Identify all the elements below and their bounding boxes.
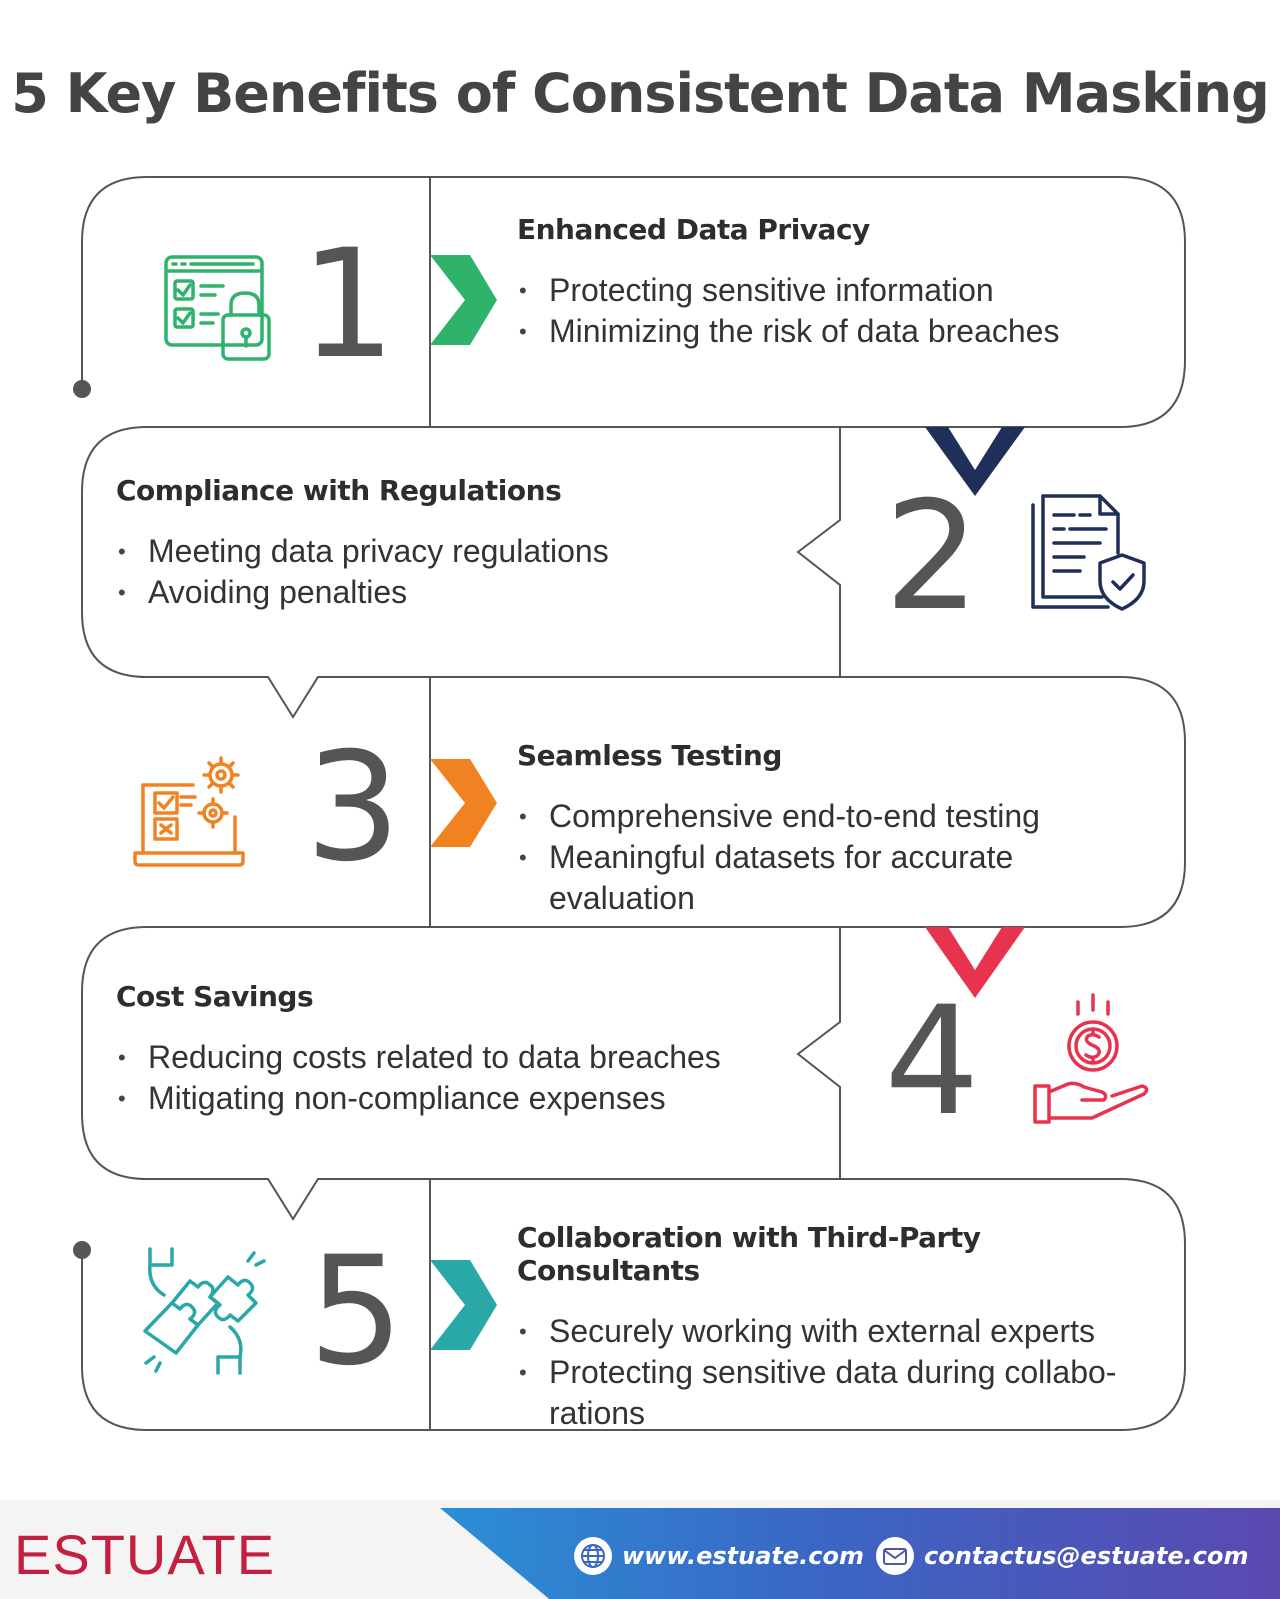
bullet-item: Reducing costs related to data breaches (116, 1037, 816, 1078)
bullet-item: Meaningful datasets for accurate evaluat… (517, 837, 1077, 919)
benefit-heading: Collaboration with Third-Party Consultan… (517, 1221, 981, 1287)
benefit-2: Compliance with Regulations Meeting data… (116, 474, 796, 613)
chevron-down-red (925, 927, 1025, 998)
chevron-right-green (430, 255, 497, 345)
bullet-item: Mitigating non-compliance expenses (116, 1078, 816, 1119)
envelope-icon (876, 1537, 914, 1575)
website-link[interactable]: www.estuate.com (574, 1536, 864, 1576)
bullet-item: Avoiding penalties (116, 572, 796, 613)
benefit-heading: Compliance with Regulations (116, 474, 562, 507)
benefit-number-2: 2 (884, 470, 980, 644)
brand-logo: ESTUATE (14, 1523, 276, 1586)
puzzle-hands-icon (143, 1247, 266, 1375)
chevron-down-navy (925, 427, 1025, 496)
benefit-5: Collaboration with Third-Party Consultan… (517, 1221, 1157, 1434)
benefit-number-3: 3 (305, 721, 401, 895)
laptop-gears-icon (133, 756, 245, 867)
benefit-heading: Enhanced Data Privacy (517, 213, 870, 246)
benefit-heading: Seamless Testing (517, 739, 782, 772)
benefit-3: Seamless Testing Comprehensive end-to-en… (517, 739, 1077, 919)
checklist-lock-icon (164, 255, 271, 361)
benefit-bullets: Reducing costs related to data breaches … (116, 1037, 816, 1119)
benefit-bullets: Comprehensive end-to-end testing Meaning… (517, 796, 1077, 919)
bullet-item: Protecting sensitive information (517, 270, 1157, 311)
globe-icon (574, 1537, 612, 1575)
bullet-item: Securely working with external experts (517, 1311, 1157, 1352)
chevron-right-teal (430, 1260, 497, 1350)
benefit-number-4: 4 (884, 975, 980, 1149)
benefit-bullets: Protecting sensitive information Minimiz… (517, 270, 1157, 352)
bullet-item: Protecting sensitive data during collabo… (517, 1352, 1157, 1434)
website-text: www.estuate.com (622, 1542, 865, 1570)
document-shield-icon (1031, 494, 1146, 611)
hand-dollar-icon (1033, 993, 1149, 1124)
benefit-4: Cost Savings Reducing costs related to d… (116, 980, 816, 1119)
benefit-bullets: Meeting data privacy regulations Avoidin… (116, 531, 796, 613)
benefit-number-5: 5 (308, 1225, 404, 1399)
benefit-bullets: Securely working with external experts P… (517, 1311, 1157, 1434)
bullet-item: Meeting data privacy regulations (116, 531, 796, 572)
footer: ESTUATE www.estuate.com contactus@estuat… (0, 1500, 1280, 1599)
benefit-number-1: 1 (300, 218, 396, 392)
benefit-heading: Cost Savings (116, 980, 314, 1013)
email-link[interactable]: contactus@estuate.com (876, 1536, 1248, 1576)
bullet-item: Minimizing the risk of data breaches (517, 311, 1157, 352)
chevron-right-orange (430, 759, 497, 847)
page-title: 5 Key Benefits of Consistent Data Maskin… (11, 62, 1270, 125)
benefit-1: Enhanced Data Privacy Protecting sensiti… (517, 213, 1157, 352)
email-text: contactus@estuate.com (924, 1542, 1249, 1570)
bullet-item: Comprehensive end-to-end testing (517, 796, 1077, 837)
